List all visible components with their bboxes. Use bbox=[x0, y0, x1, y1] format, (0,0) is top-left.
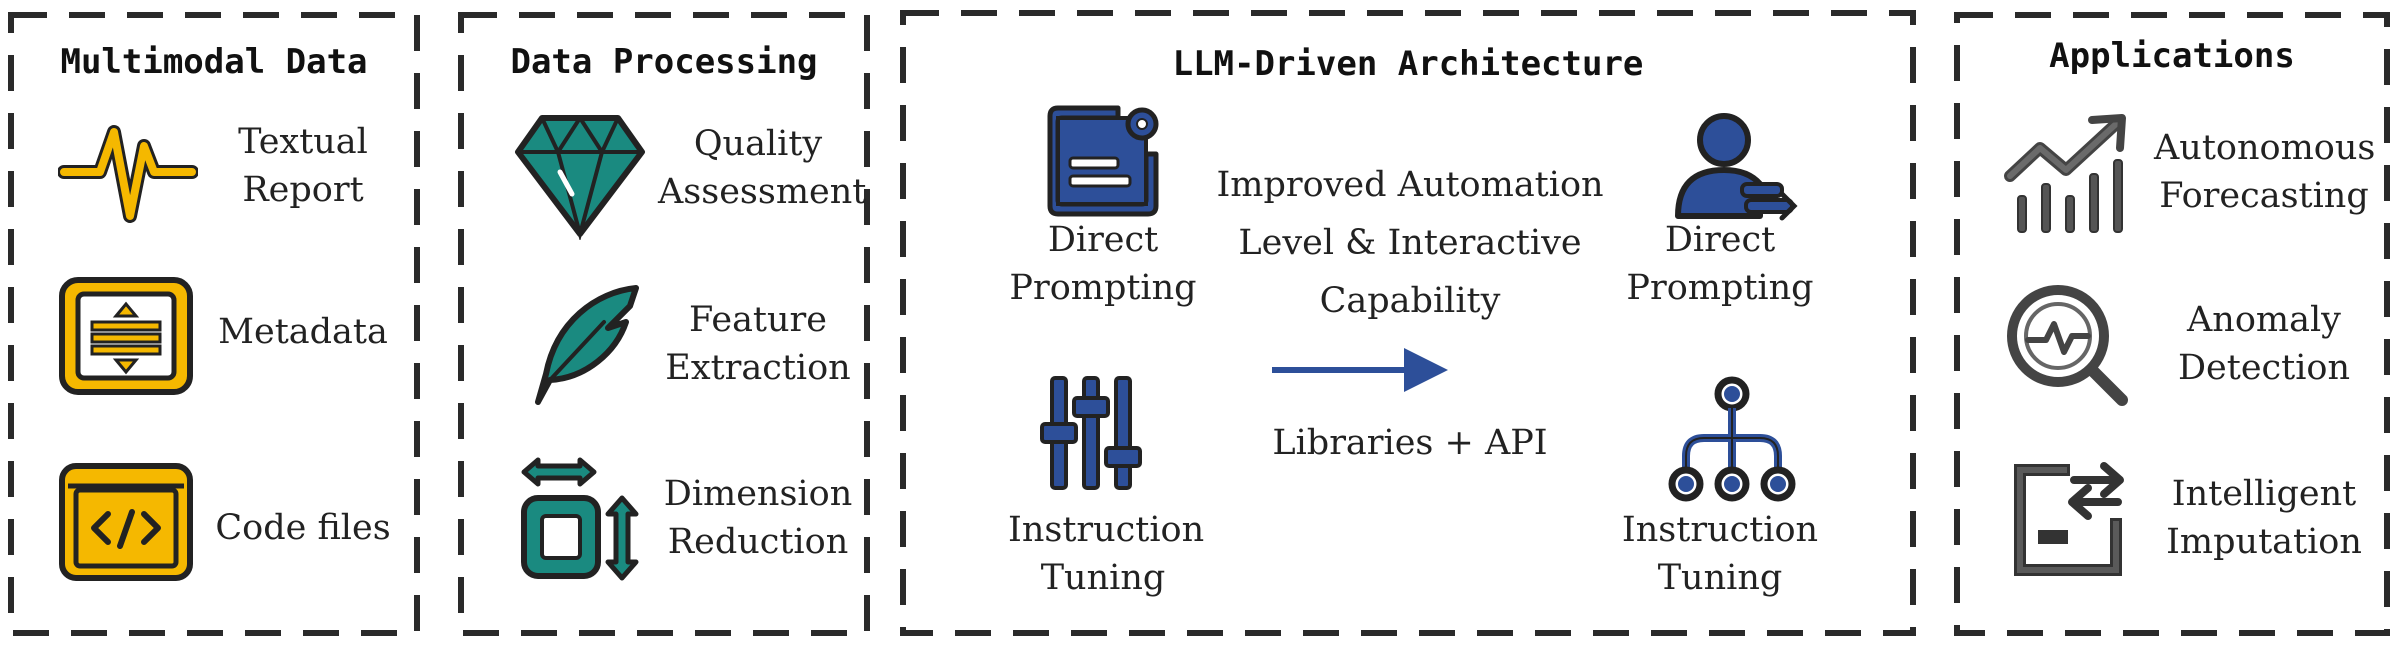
document-icon bbox=[1047, 105, 1159, 217]
panel-title: LLM-Driven Architecture bbox=[1172, 44, 1644, 84]
libraries-caption: Libraries + API bbox=[1190, 414, 1630, 472]
caption-line: Level & Interactive bbox=[1238, 223, 1582, 263]
item-label: Direct Prompting bbox=[1008, 216, 1198, 312]
label-line: Prompting bbox=[1626, 268, 1814, 308]
equalizer-icon bbox=[1040, 376, 1142, 490]
label-line: Quality bbox=[693, 124, 823, 164]
panel-multimodal-data: Multimodal Data Textual Report Metadata … bbox=[8, 12, 420, 636]
label-line: Instruction bbox=[1008, 510, 1205, 550]
label-line: Metadata bbox=[218, 312, 388, 352]
item-label: Feature Extraction bbox=[658, 296, 858, 392]
waveform-icon bbox=[58, 125, 198, 223]
panel-data-processing: Data Processing Quality Assessment Featu… bbox=[458, 12, 870, 636]
label-line: Dimension bbox=[663, 474, 853, 514]
center-caption: Improved Automation Level & Interactive … bbox=[1190, 156, 1630, 330]
label-line: Imputation bbox=[2166, 522, 2362, 562]
item-label: Autonomous Forecasting bbox=[2154, 124, 2376, 220]
item-label: Instruction Tuning bbox=[1620, 506, 1820, 602]
item-label: Direct Prompting bbox=[1620, 216, 1820, 312]
label-line: Tuning bbox=[1657, 558, 1783, 598]
label-line: Anomaly bbox=[2187, 300, 2341, 340]
trend-chart-icon bbox=[2004, 114, 2126, 233]
item-label: Instruction Tuning bbox=[1008, 506, 1205, 602]
item-label: Intelligent Imputation bbox=[2154, 470, 2374, 566]
swap-box-icon bbox=[2014, 462, 2124, 576]
code-window-icon bbox=[59, 463, 193, 581]
panel-applications: Applications Autonomous Forecasting Anom… bbox=[1954, 12, 2390, 636]
label-line: Extraction bbox=[665, 348, 851, 388]
label-line: Report bbox=[242, 170, 364, 210]
magnifier-pulse-icon bbox=[2007, 285, 2128, 406]
item-label: Metadata bbox=[218, 308, 388, 356]
label-line: Tuning bbox=[1040, 558, 1166, 598]
user-icon bbox=[1675, 113, 1798, 221]
caption-line: Improved Automation bbox=[1216, 165, 1604, 205]
label-line: Feature bbox=[688, 300, 827, 340]
panel-llm-architecture: LLM-Driven Architecture Direct Prompting… bbox=[900, 10, 1916, 636]
resize-icon bbox=[521, 457, 639, 581]
feather-icon bbox=[535, 285, 639, 405]
panel-title: Data Processing bbox=[510, 42, 818, 82]
caption-line: Capability bbox=[1319, 281, 1501, 321]
panel-border bbox=[8, 12, 420, 636]
panel-title: Multimodal Data bbox=[60, 42, 368, 82]
label-line: Code files bbox=[215, 508, 391, 548]
label-line: Autonomous bbox=[2154, 128, 2376, 168]
label-line: Textual bbox=[238, 122, 368, 162]
arrow-right-icon bbox=[1272, 348, 1448, 392]
panel-title: Applications bbox=[2049, 36, 2295, 76]
panel-border bbox=[458, 12, 870, 636]
label-line: Direct bbox=[1047, 220, 1159, 260]
label-line: Assessment bbox=[658, 172, 867, 212]
item-label: Dimension Reduction bbox=[658, 470, 858, 566]
label-line: Intelligent bbox=[2171, 474, 2357, 514]
label-line: Instruction bbox=[1621, 510, 1819, 550]
caption-line: Libraries + API bbox=[1272, 423, 1548, 463]
item-label: Textual Report bbox=[218, 118, 388, 214]
item-label: Code files bbox=[208, 504, 398, 552]
label-line: Prompting bbox=[1009, 268, 1197, 308]
item-label: Anomaly Detection bbox=[2154, 296, 2374, 392]
diamond-icon bbox=[515, 115, 645, 240]
label-line: Direct bbox=[1664, 220, 1776, 260]
sliders-box-icon bbox=[59, 277, 193, 395]
label-line: Forecasting bbox=[2159, 176, 2369, 216]
item-label: Quality Assessment bbox=[658, 120, 867, 216]
label-line: Reduction bbox=[667, 522, 849, 562]
label-line: Detection bbox=[2177, 348, 2351, 388]
hierarchy-icon bbox=[1668, 376, 1796, 502]
